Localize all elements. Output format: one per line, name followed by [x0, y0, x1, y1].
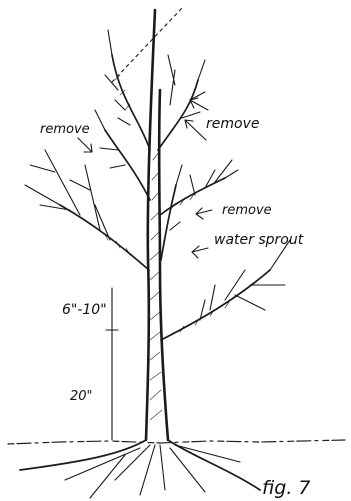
branch-top-left — [105, 30, 150, 150]
figure-caption: fig. 7 — [262, 477, 311, 499]
label-remove-top-right: remove — [206, 116, 259, 132]
ground-line — [8, 440, 345, 444]
branch-lower-right — [161, 240, 290, 340]
label-height-lower: 20" — [70, 389, 93, 404]
label-height-upper: 6"-10" — [62, 302, 107, 318]
arrow-remove-top-right-2 — [185, 120, 206, 140]
arrow-remove-top-right — [190, 98, 208, 110]
arrow-remove-left — [78, 138, 92, 152]
trunk — [146, 10, 168, 440]
arrow-water-sprout — [192, 246, 208, 258]
arrow-remove-mid-right — [196, 208, 212, 219]
branch-mid-left — [95, 110, 150, 200]
label-remove-mid-right: remove — [222, 203, 272, 218]
branch-top-right — [158, 55, 205, 150]
roots — [20, 440, 260, 498]
label-water-sprout: water sprout — [214, 232, 304, 248]
label-remove-left: remove — [40, 122, 90, 137]
